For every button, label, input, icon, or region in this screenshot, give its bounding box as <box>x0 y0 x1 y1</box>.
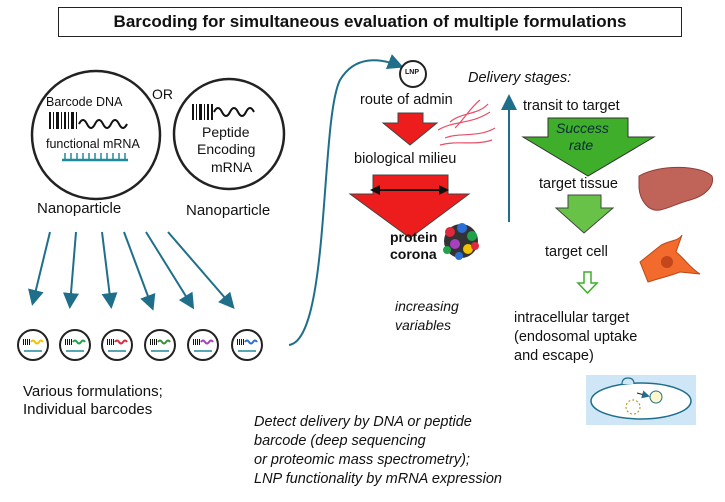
intracellular-line1: intracellular target <box>514 310 630 326</box>
np1-line1: Barcode DNA <box>46 95 123 109</box>
formulation-chip <box>17 329 49 361</box>
intracellular-line3: and escape) <box>514 348 594 364</box>
transit-label: transit to target <box>523 98 620 114</box>
np1-caption: Nanoparticle <box>37 200 122 217</box>
success-line2: rate <box>569 137 594 153</box>
delivery-stages-header: Delivery stages: <box>468 70 572 86</box>
cell-label: target cell <box>545 244 608 260</box>
route-label: route of admin <box>360 92 453 108</box>
green-arrow-large <box>521 117 656 177</box>
formulation-chip <box>231 329 263 361</box>
lnp-particle <box>399 60 427 88</box>
intracellular-line2: (endosomal uptake <box>514 329 638 345</box>
liver-icon <box>638 166 714 211</box>
np2-caption: Nanoparticle <box>186 202 271 219</box>
milieu-label: biological milieu <box>354 151 457 167</box>
variables-line1: increasing <box>395 298 459 314</box>
cell-nucleus <box>661 256 673 268</box>
formulations-line2: Individual barcodes <box>23 401 153 418</box>
lnp-label: LNP <box>405 69 419 76</box>
detection-line2: barcode (deep sequencing <box>254 433 426 449</box>
dna-strand-icon <box>78 119 128 129</box>
np2-line1: Peptide <box>202 124 250 140</box>
double-headed-arrow <box>370 185 449 195</box>
blood-vessel-icon <box>437 99 496 146</box>
np2-line3: mRNA <box>211 159 253 175</box>
corona-line2: corona <box>390 246 437 262</box>
detection-line1: Detect delivery by DNA or peptide <box>254 414 472 430</box>
nanoparticle-barcode-dna <box>30 69 162 201</box>
np2-line2: Encoding <box>197 141 256 157</box>
mrna-comb-icon <box>62 153 128 162</box>
protein-corona-icon <box>443 223 479 260</box>
connector-arrow <box>288 54 404 346</box>
corona-line1: protein <box>390 229 438 245</box>
formulations-line1: Various formulations; <box>23 383 163 400</box>
green-arrow-medium <box>554 194 615 234</box>
formulation-arrows <box>28 231 235 311</box>
formulation-chip <box>59 329 91 361</box>
tissue-label: target tissue <box>539 176 618 192</box>
formulation-chips <box>17 329 263 361</box>
endosome-icon <box>586 375 696 425</box>
nanoparticle-peptide <box>172 77 286 191</box>
barcode-icon <box>49 112 77 129</box>
np1-line2: functional mRNA <box>46 137 140 151</box>
success-line1: Success <box>556 120 609 136</box>
barcode-icon <box>192 104 213 120</box>
or-label: OR <box>152 86 173 102</box>
detection-line3: or proteomic mass spectrometry); <box>254 452 470 468</box>
green-arrow-small <box>576 271 599 295</box>
formulation-chip <box>144 329 176 361</box>
formulation-chip <box>101 329 133 361</box>
diagram-title: Barcoding for simultaneous evaluation of… <box>58 7 682 37</box>
detection-line4: LNP functionality by mRNA expression <box>254 471 502 487</box>
variables-line2: variables <box>395 317 452 333</box>
red-arrow-small <box>381 112 439 146</box>
dna-strand-icon <box>213 107 255 117</box>
formulation-chip <box>187 329 219 361</box>
